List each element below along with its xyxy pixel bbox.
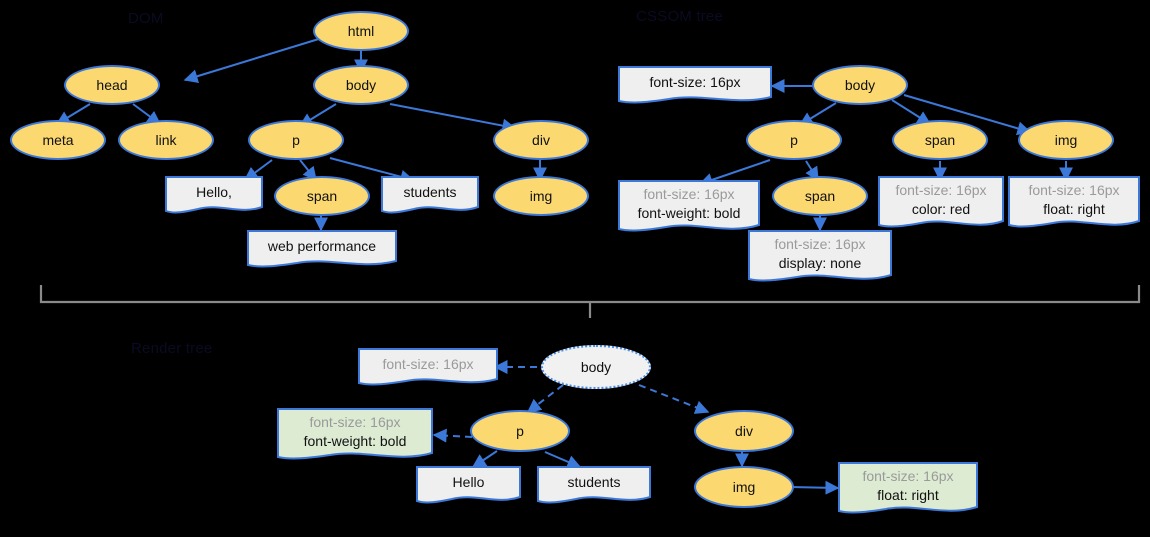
section-title-cssom: CSSOM tree	[636, 8, 724, 25]
render-style-img[interactable]: font-size: 16px float: right	[838, 462, 978, 520]
dom-node-p[interactable]: p	[248, 120, 344, 160]
dom-node-meta[interactable]: meta	[10, 120, 106, 160]
cssom-node-span[interactable]: span	[892, 120, 988, 160]
dom-text-students[interactable]: students	[381, 176, 479, 218]
cssom-style-p[interactable]: font-size: 16px font-weight: bold	[618, 180, 760, 238]
cssom-style-span-child[interactable]: font-size: 16px display: none	[748, 230, 892, 288]
cssom-style-body[interactable]: font-size: 16px	[618, 66, 772, 108]
dom-text-hello[interactable]: Hello,	[165, 176, 263, 218]
render-node-p[interactable]: p	[470, 410, 570, 452]
cssom-node-body[interactable]: body	[812, 65, 908, 105]
section-title-dom: DOM	[128, 10, 164, 27]
render-node-img[interactable]: img	[694, 466, 794, 508]
render-node-body[interactable]: body	[541, 345, 651, 389]
dom-node-head[interactable]: head	[64, 65, 160, 105]
cssom-node-span-child[interactable]: span	[772, 176, 868, 216]
render-node-div[interactable]: div	[694, 410, 794, 452]
dom-node-span[interactable]: span	[274, 176, 370, 216]
render-text-students[interactable]: students	[537, 466, 651, 508]
dom-node-link[interactable]: link	[118, 120, 214, 160]
render-style-p[interactable]: font-size: 16px font-weight: bold	[277, 408, 433, 466]
cssom-style-img[interactable]: font-size: 16px float: right	[1008, 176, 1140, 234]
cssom-node-p[interactable]: p	[746, 120, 842, 160]
render-text-hello[interactable]: Hello	[416, 466, 521, 508]
dom-node-html[interactable]: html	[313, 11, 409, 51]
dom-text-webperformance[interactable]: web performance	[247, 230, 397, 272]
section-title-render: Render tree	[131, 340, 213, 357]
cssom-style-span[interactable]: font-size: 16px color: red	[878, 176, 1004, 234]
cssom-node-img[interactable]: img	[1018, 120, 1114, 160]
render-style-body[interactable]: font-size: 16px	[358, 348, 498, 390]
dom-node-div[interactable]: div	[493, 120, 589, 160]
dom-node-img[interactable]: img	[493, 176, 589, 216]
dom-node-body[interactable]: body	[313, 65, 409, 105]
